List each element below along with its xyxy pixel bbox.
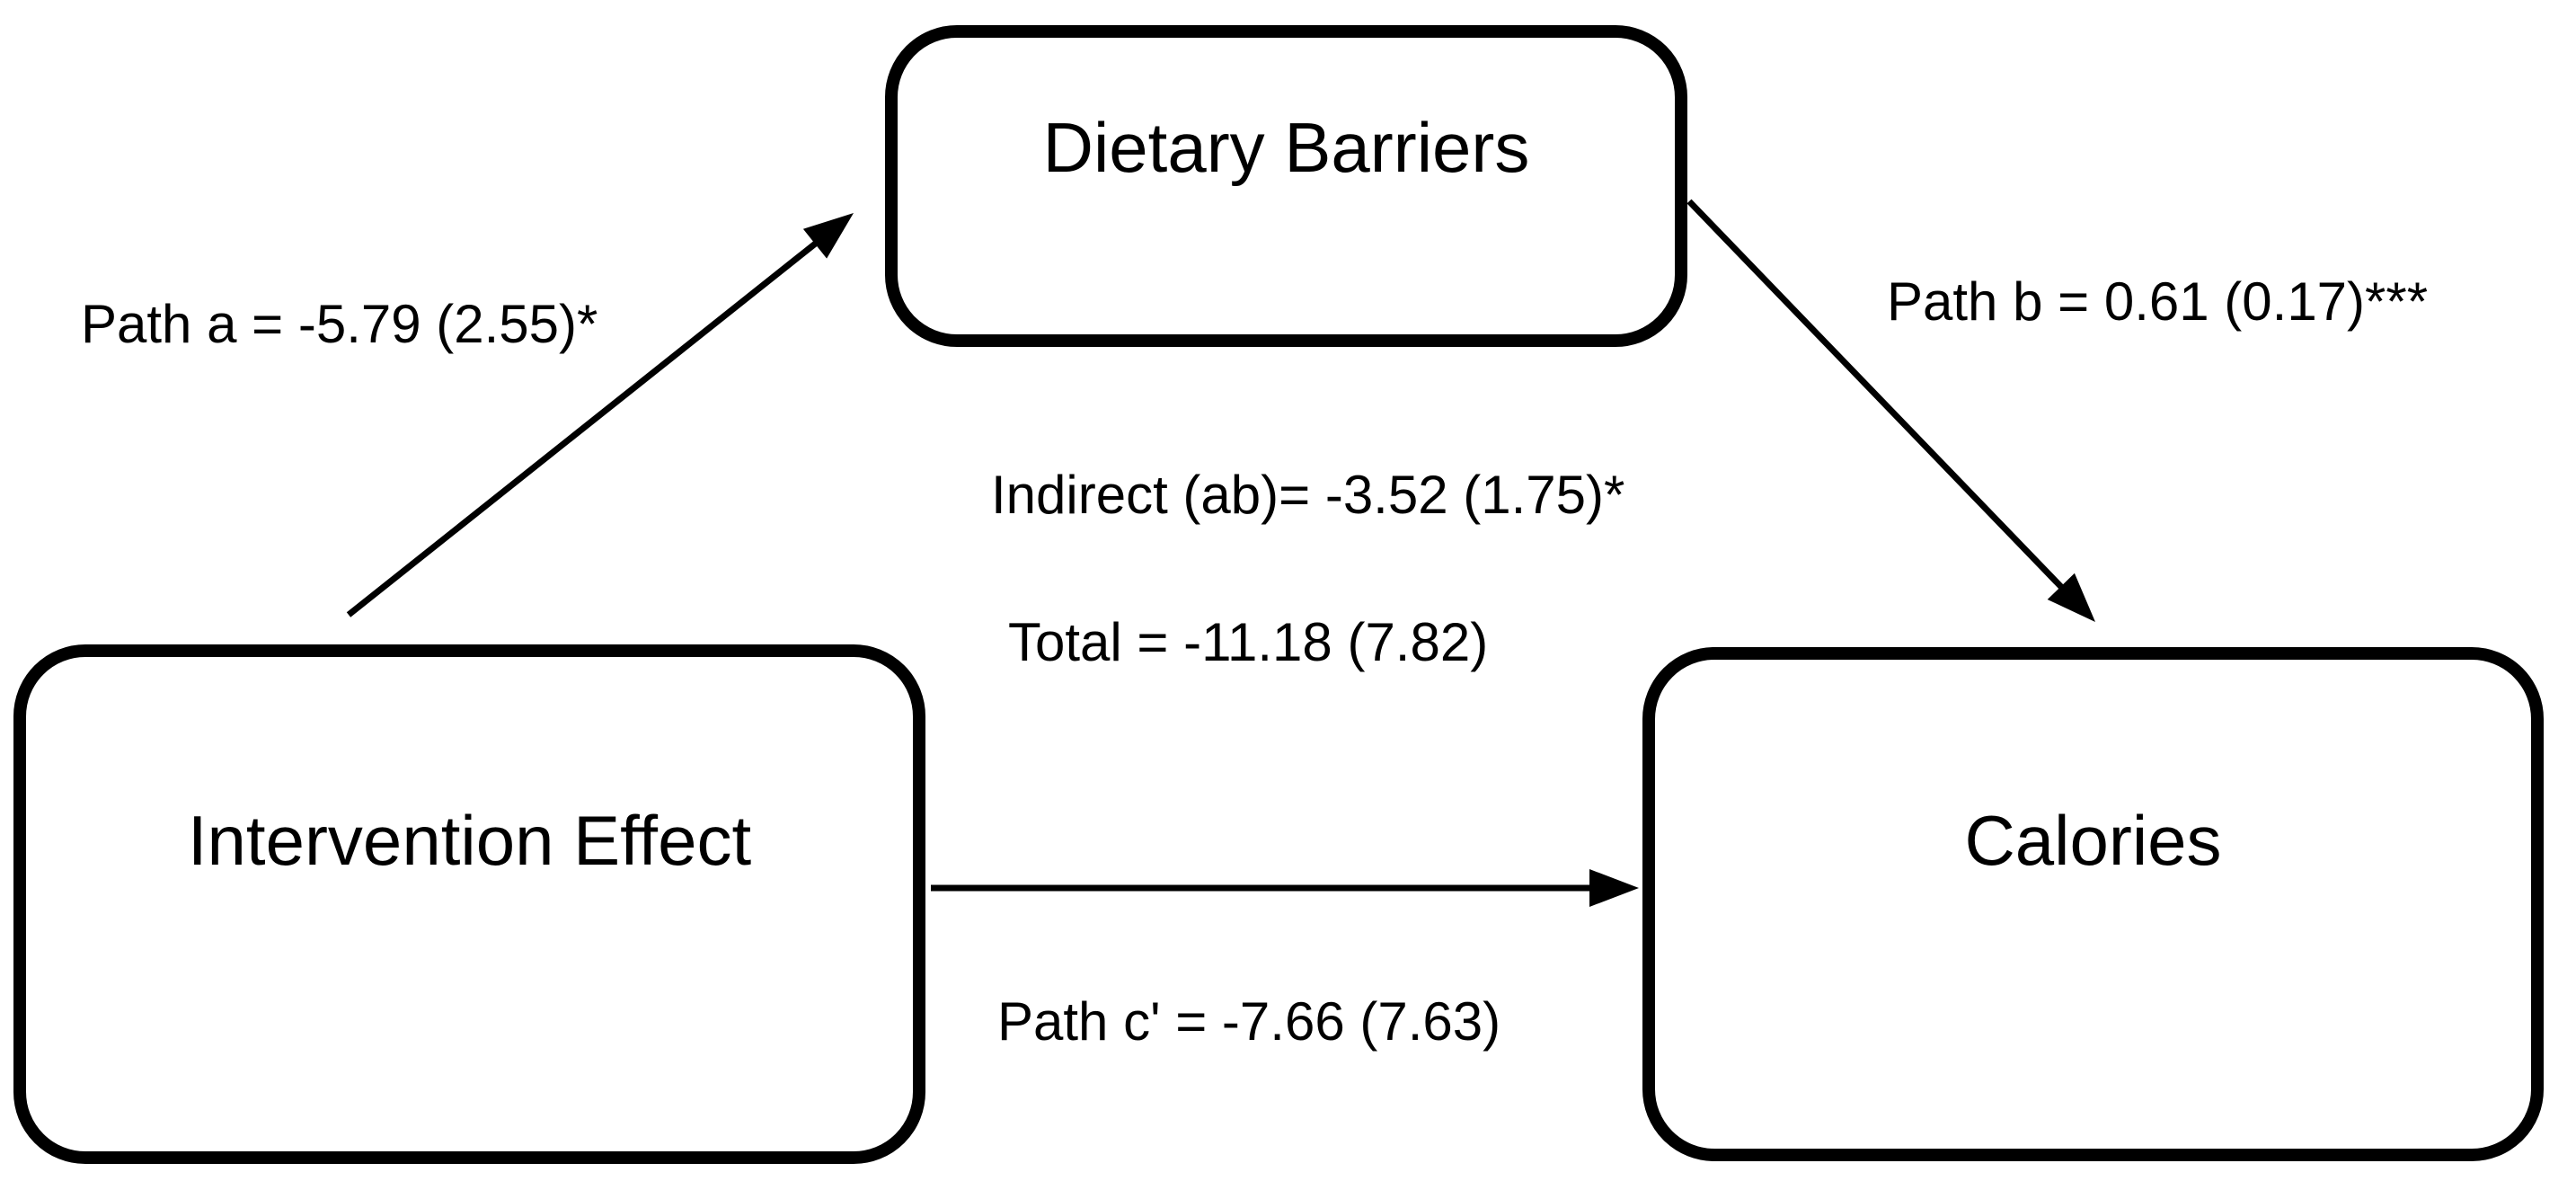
path-a-arrow [346, 213, 854, 617]
path-a-arrowhead-icon [802, 213, 854, 259]
node-label: Calories [1964, 801, 2222, 881]
node-label: Dietary Barriers [1042, 108, 1530, 188]
path-b-line [1686, 199, 2066, 591]
total-effect-label: Total = -11.18 (7.82) [1008, 612, 1489, 672]
path-a-label: Path a = -5.79 (2.55)* [81, 294, 598, 354]
path-b-label: Path b = 0.61 (0.17)*** [1887, 271, 2429, 332]
node-calories: Calories [1642, 647, 2544, 1161]
path-a-line [346, 239, 820, 617]
path-b-arrowhead-icon [2047, 573, 2095, 622]
path-c-prime-arrow [931, 869, 1639, 907]
node-dietary-barriers: Dietary Barriers [885, 25, 1687, 347]
path-b-arrow [1686, 199, 2095, 622]
path-c-prime-arrowhead-icon [1589, 869, 1639, 907]
node-label: Intervention Effect [187, 800, 752, 880]
node-intervention-effect: Intervention Effect [13, 644, 925, 1164]
indirect-effect-label: Indirect (ab)= -3.52 (1.75)* [991, 465, 1625, 525]
path-c-prime-label: Path c' = -7.66 (7.63) [997, 991, 1501, 1052]
